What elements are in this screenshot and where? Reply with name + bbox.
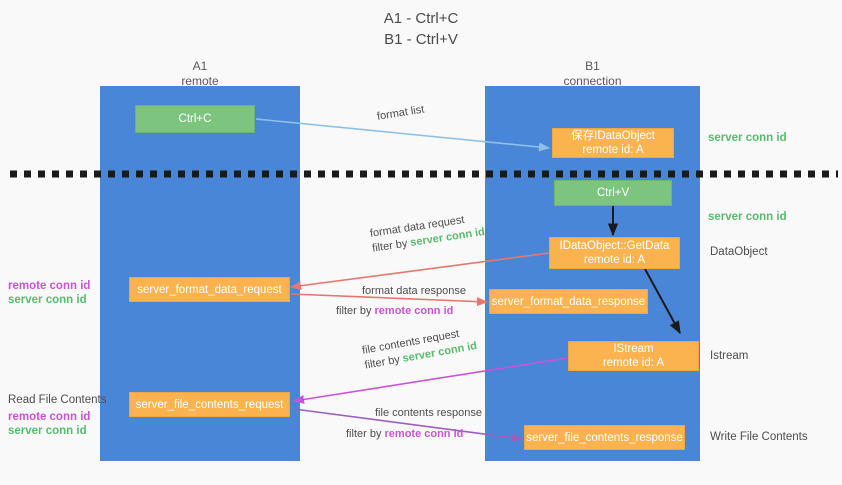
- note-file-server-conn-id: server conn id: [8, 425, 87, 437]
- edge-format-data-response-line2: filter by remote conn id: [336, 304, 466, 319]
- column-header-b1: B1 connection: [485, 59, 700, 89]
- note-format-conn-ids: remote conn id server conn id: [8, 279, 90, 307]
- box-server-format-data-response-label: server_format_data_response: [491, 295, 646, 308]
- edge-label-file-contents-request: file contents request filter by server c…: [361, 324, 478, 373]
- column-b1-subtitle: connection: [563, 74, 622, 88]
- edge-label-format-list-text: format list: [376, 103, 426, 123]
- note-format-server-conn-id: server conn id: [8, 294, 87, 306]
- box-save-idataobject-line1: 保存IDataObject: [571, 130, 655, 142]
- edge-label-format-list: format list: [376, 103, 425, 125]
- edge-label-format-data-response: format data response filter by remote co…: [336, 284, 466, 319]
- note-istream: Istream: [710, 350, 749, 362]
- note-read-file-contents-heading: Read File Contents: [8, 394, 107, 406]
- box-istream-line2: remote id: A: [602, 357, 665, 369]
- box-server-format-data-request[interactable]: server_format_data_request: [129, 277, 290, 302]
- note-format-remote-conn-id: remote conn id: [8, 280, 91, 292]
- box-ctrl-c[interactable]: Ctrl+C: [135, 105, 255, 133]
- note-server-conn-id-top: server conn id: [708, 132, 787, 144]
- column-b1-title: B1: [585, 59, 600, 73]
- edge-file-contents-response-line1: file contents response: [375, 407, 483, 419]
- box-save-idataobject[interactable]: 保存IDataObject remote id: A: [552, 128, 674, 158]
- title-line-2: B1 - Ctrl+V: [384, 31, 458, 48]
- note-dataobject: DataObject: [710, 246, 768, 258]
- note-write-file-contents: Write File Contents: [710, 431, 808, 443]
- box-getdata-line2: remote id: A: [583, 254, 646, 266]
- column-a1-subtitle: remote: [181, 74, 219, 88]
- box-ctrl-v[interactable]: Ctrl+V: [554, 180, 672, 206]
- box-server-file-contents-request[interactable]: server_file_contents_request: [129, 392, 290, 417]
- box-idataobject-getdata[interactable]: IDataObject::GetData remote id: A: [549, 237, 680, 269]
- box-server-format-data-request-label: server_format_data_request: [137, 283, 282, 296]
- box-istream[interactable]: IStream remote id: A: [568, 341, 699, 371]
- edge-file-contents-response-line2: filter by remote conn id: [346, 427, 482, 442]
- box-server-file-contents-response[interactable]: server_file_contents_response: [524, 425, 685, 450]
- edge-file-contents-response-filter-token: remote conn id: [384, 428, 464, 440]
- edge-label-file-contents-response: file contents response filter by remote …: [346, 406, 483, 442]
- column-a1-title: A1: [192, 59, 208, 73]
- column-header-a1: A1 remote: [100, 59, 300, 89]
- note-file-remote-conn-id: remote conn id: [8, 411, 91, 423]
- note-server-conn-id-mid: server conn id: [708, 211, 787, 223]
- edge-file-contents-response-filter-prefix: filter by: [346, 428, 385, 440]
- edge-label-format-data-request: format data request filter by server con…: [369, 210, 486, 256]
- note-read-file-contents-group: Read File Contents remote conn id server…: [8, 393, 106, 438]
- edge-format-data-response-line1: format data response: [362, 285, 466, 297]
- box-istream-line1: IStream: [613, 343, 654, 355]
- edge-format-data-response-filter-token: remote conn id: [374, 305, 454, 317]
- diagram-title: A1 - Ctrl+C B1 - Ctrl+V: [0, 8, 842, 50]
- title-line-1: A1 - Ctrl+C: [383, 10, 459, 27]
- box-ctrl-v-label: Ctrl+V: [596, 187, 630, 199]
- edge-format-data-response-filter-prefix: filter by: [336, 305, 375, 317]
- box-server-file-contents-request-label: server_file_contents_request: [135, 398, 284, 411]
- box-getdata-line1: IDataObject::GetData: [559, 240, 670, 252]
- box-server-format-data-response[interactable]: server_format_data_response: [489, 289, 648, 314]
- box-server-file-contents-response-label: server_file_contents_response: [526, 431, 683, 444]
- box-save-idataobject-line2: remote id: A: [582, 144, 644, 156]
- box-ctrl-c-label: Ctrl+C: [178, 113, 212, 125]
